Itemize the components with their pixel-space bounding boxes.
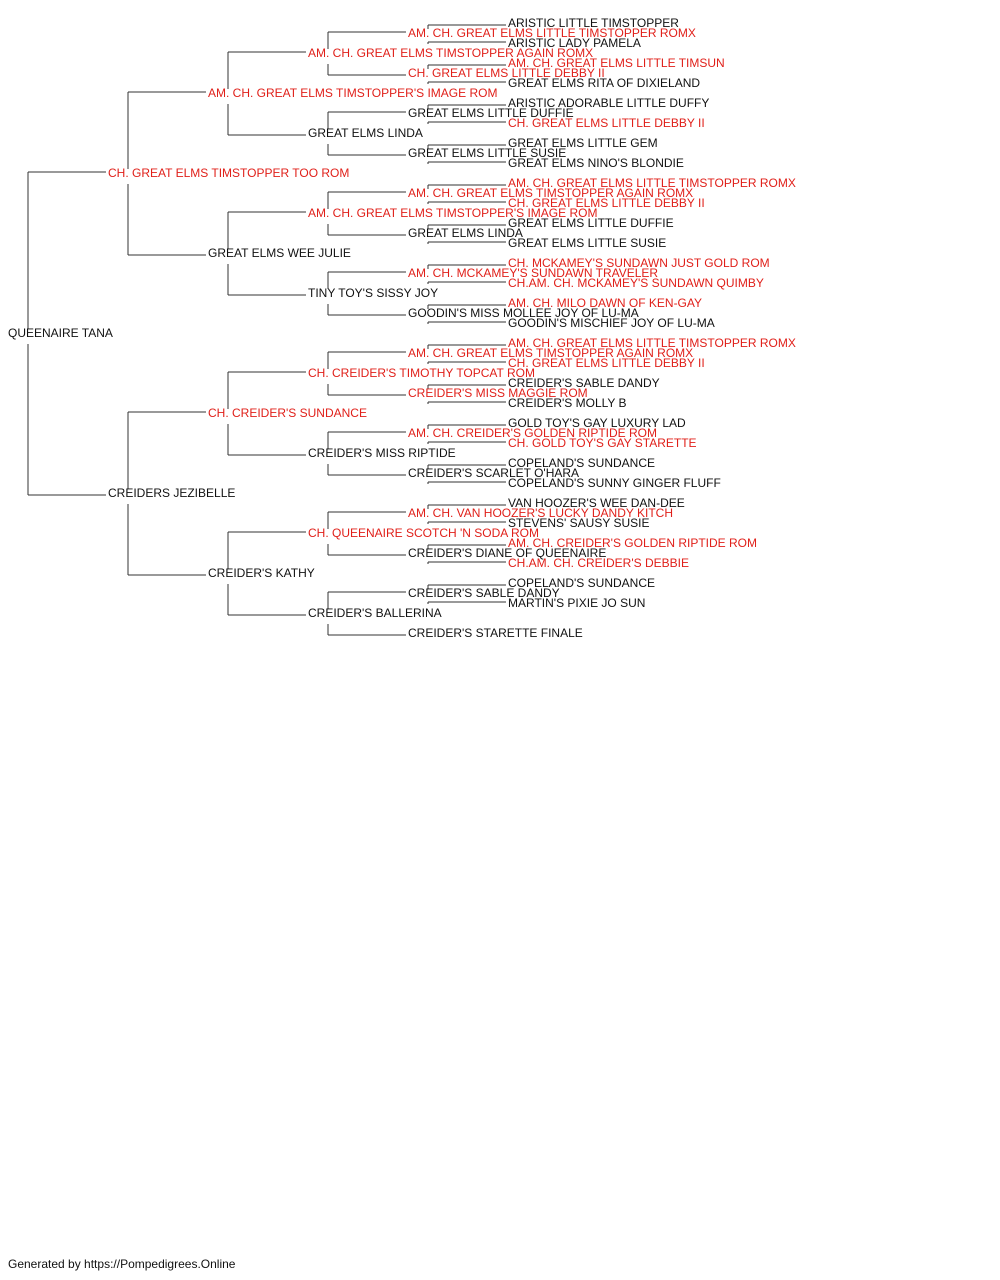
ancestor-name: CREIDER'S KATHY bbox=[208, 566, 315, 580]
ancestor-name: CH. GREAT ELMS TIMSTOPPER TOO ROM bbox=[108, 166, 350, 180]
ancestor-name: AM. CH. GREAT ELMS LITTLE TIMSTOPPER ROM… bbox=[508, 336, 796, 350]
ancestor-name: CH. GREAT ELMS LITTLE DEBBY II bbox=[408, 66, 605, 80]
ancestor-name: CREIDER'S MOLLY B bbox=[508, 396, 627, 410]
ancestor-name: CH. GOLD TOY'S GAY STARETTE bbox=[508, 436, 697, 450]
ancestor-name: AM. CH. MILO DAWN OF KEN-GAY bbox=[508, 296, 703, 310]
ancestor-name: CREIDER'S SABLE DANDY bbox=[408, 586, 560, 600]
ancestor-name: CH. GREAT ELMS LITTLE DEBBY II bbox=[508, 196, 705, 210]
ancestor-name: GREAT ELMS LITTLE GEM bbox=[508, 136, 658, 150]
ancestor-name: COPELAND'S SUNNY GINGER FLUFF bbox=[508, 476, 721, 490]
ancestor-name: GREAT ELMS NINO'S BLONDIE bbox=[508, 156, 684, 170]
ancestor-name: CH. GREAT ELMS LITTLE DEBBY II bbox=[508, 356, 705, 370]
ancestor-name: TINY TOY'S SISSY JOY bbox=[308, 286, 439, 300]
ancestor-name: CH. GREAT ELMS LITTLE DEBBY II bbox=[508, 116, 705, 130]
ancestor-name: CH.AM. CH. MCKAMEY'S SUNDAWN QUIMBY bbox=[508, 276, 764, 290]
ancestor-name: AM. CH. VAN HOOZER'S LUCKY DANDY KITCH bbox=[408, 506, 674, 520]
ancestor-name: GREAT ELMS LINDA bbox=[408, 226, 523, 240]
ancestor-name: CREIDER'S MISS MAGGIE ROM bbox=[408, 386, 588, 400]
ancestor-name: COPELAND'S SUNDANCE bbox=[508, 576, 655, 590]
ancestor-name: GOODIN'S MISS MOLLEE JOY OF LU-MA bbox=[408, 306, 639, 320]
ancestor-name: CH. CREIDER'S SUNDANCE bbox=[208, 406, 367, 420]
ancestor-name: CH. QUEENAIRE SCOTCH 'N SODA ROM bbox=[308, 526, 539, 540]
subject-dog-name: QUEENAIRE TANA bbox=[8, 326, 113, 340]
ancestor-name: AM. CH. GREAT ELMS LITTLE TIMSUN bbox=[508, 56, 725, 70]
ancestor-name: GREAT ELMS LINDA bbox=[308, 126, 423, 140]
ancestor-name: AM. CH. GREAT ELMS TIMSTOPPER AGAIN ROMX bbox=[308, 46, 594, 60]
ancestor-name: GREAT ELMS LITTLE SUSIE bbox=[408, 146, 567, 160]
ancestor-name: CH. MCKAMEY'S SUNDAWN JUST GOLD ROM bbox=[508, 256, 770, 270]
ancestor-name: STEVENS' SAUSY SUSIE bbox=[508, 516, 650, 530]
ancestor-name: CREIDER'S SCARLET O'HARA bbox=[408, 466, 580, 480]
ancestor-name: AM. CH. GREAT ELMS TIMSTOPPER AGAIN ROMX bbox=[408, 346, 694, 360]
ancestor-name: CREIDER'S MISS RIPTIDE bbox=[308, 446, 456, 460]
ancestor-name: AM. CH. GREAT ELMS LITTLE TIMSTOPPER ROM… bbox=[408, 26, 696, 40]
ancestor-name: GREAT ELMS LITTLE DUFFIE bbox=[408, 106, 574, 120]
footer-credit: Generated by https://Pompedigrees.Online bbox=[8, 1257, 236, 1271]
ancestor-name: AM. CH. GREAT ELMS TIMSTOPPER'S IMAGE RO… bbox=[308, 206, 598, 220]
ancestor-name: ARISTIC LITTLE TIMSTOPPER bbox=[508, 16, 679, 30]
ancestor-name: GREAT ELMS RITA OF DIXIELAND bbox=[508, 76, 701, 90]
ancestor-name: ARISTIC ADORABLE LITTLE DUFFY bbox=[508, 96, 710, 110]
ancestor-name: AM. CH. GREAT ELMS LITTLE TIMSTOPPER ROM… bbox=[508, 176, 796, 190]
ancestor-name: MARTIN'S PIXIE JO SUN bbox=[508, 596, 646, 610]
ancestor-name: ARISTIC LADY PAMELA bbox=[508, 36, 641, 50]
ancestor-name: AM. CH. MCKAMEY'S SUNDAWN TRAVELER bbox=[408, 266, 659, 280]
ancestor-name: AM. CH. GREAT ELMS TIMSTOPPER'S IMAGE RO… bbox=[208, 86, 498, 100]
ancestor-name: VAN HOOZER'S WEE DAN-DEE bbox=[508, 496, 685, 510]
ancestor-name: CREIDERS JEZIBELLE bbox=[108, 486, 236, 500]
ancestor-name: AM. CH. GREAT ELMS TIMSTOPPER AGAIN ROMX bbox=[408, 186, 694, 200]
ancestor-name: GREAT ELMS LITTLE SUSIE bbox=[508, 236, 667, 250]
ancestor-name: AM. CH. CREIDER'S GOLDEN RIPTIDE ROM bbox=[508, 536, 757, 550]
ancestor-name: GREAT ELMS WEE JULIE bbox=[208, 246, 351, 260]
ancestor-name: CH. CREIDER'S TIMOTHY TOPCAT ROM bbox=[308, 366, 535, 380]
ancestor-name: CREIDER'S SABLE DANDY bbox=[508, 376, 660, 390]
ancestor-name: GOLD TOY'S GAY LUXURY LAD bbox=[508, 416, 686, 430]
ancestor-name: GOODIN'S MISCHIEF JOY OF LU-MA bbox=[508, 316, 715, 330]
ancestor-name: CH.AM. CH. CREIDER'S DEBBIE bbox=[508, 556, 689, 570]
ancestor-name: AM. CH. CREIDER'S GOLDEN RIPTIDE ROM bbox=[408, 426, 657, 440]
ancestor-name: CREIDER'S STARETTE FINALE bbox=[408, 626, 583, 640]
ancestor-name: COPELAND'S SUNDANCE bbox=[508, 456, 655, 470]
ancestor-name: GREAT ELMS LITTLE DUFFIE bbox=[508, 216, 674, 230]
ancestor-name: CREIDER'S BALLERINA bbox=[308, 606, 442, 620]
ancestor-name: CREIDER'S DIANE OF QUEENAIRE bbox=[408, 546, 607, 560]
